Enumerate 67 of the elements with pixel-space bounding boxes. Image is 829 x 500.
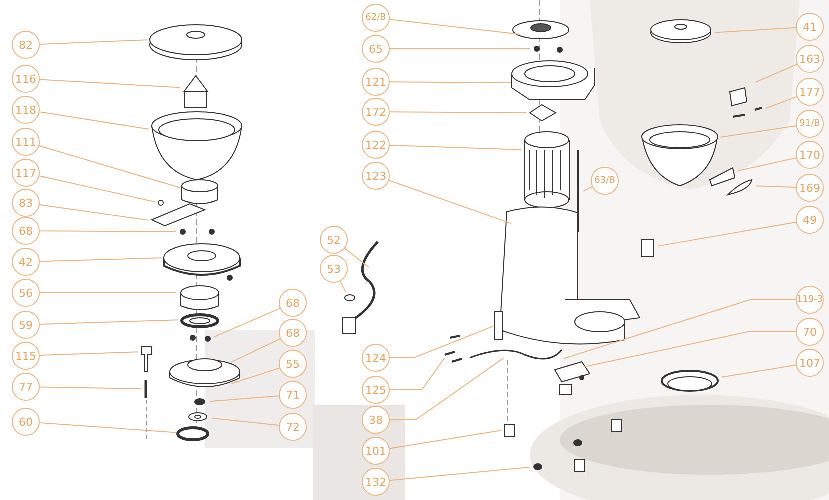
leader-line [390, 144, 522, 150]
leader-line [39, 79, 180, 88]
leader-line [390, 112, 526, 114]
callout-number: 77 [12, 373, 40, 401]
callout-number: 59 [12, 311, 40, 339]
callout-number: 116 [12, 65, 40, 93]
callout-number: 42 [12, 248, 40, 276]
leader-line [211, 418, 280, 426]
leader-line [209, 396, 280, 402]
callout-number: 117 [12, 159, 40, 187]
callout-number: 172 [362, 98, 390, 126]
callout-number: 56 [12, 279, 40, 307]
leader-line [231, 338, 281, 363]
leader-line [389, 430, 502, 450]
leader-line [756, 186, 796, 188]
leader-line [389, 19, 521, 36]
callout-number: 68 [279, 319, 307, 347]
callout-number: 121 [362, 68, 390, 96]
callout-number: 124 [362, 344, 390, 372]
leader-line [390, 48, 530, 50]
leader-line [39, 112, 150, 130]
callout-number: 115 [12, 342, 40, 370]
callout-number: 52 [320, 226, 348, 254]
leader-line [390, 82, 512, 84]
leader-line [389, 466, 531, 482]
leader-line [657, 222, 797, 247]
callout-number: 68 [279, 289, 307, 317]
callout-number: 111 [12, 128, 40, 156]
leader-line [40, 40, 148, 45]
leader-line [39, 176, 156, 203]
callout-number: 125 [362, 376, 390, 404]
leader-line [390, 358, 504, 420]
callout-number: 82 [12, 31, 40, 59]
leader-line [344, 248, 370, 268]
leader-line [720, 126, 797, 138]
leader-line [390, 326, 494, 358]
leader-line [390, 358, 446, 390]
leader-line [714, 27, 797, 34]
leader-line [231, 368, 280, 384]
callout-number: 118 [12, 96, 40, 124]
leader-line [755, 64, 798, 83]
callout-number: 68 [12, 217, 40, 245]
callout-number: 62/B [362, 4, 390, 32]
leader-line [39, 422, 176, 434]
leader-line [388, 180, 512, 224]
leader-line [721, 364, 797, 378]
leader-line [563, 300, 796, 360]
leader-line [40, 352, 138, 356]
callout-number: 60 [12, 408, 40, 436]
leader-line [39, 204, 150, 221]
leader-line [40, 230, 176, 232]
leader-line [40, 320, 178, 326]
leader-line [38, 146, 181, 188]
callout-number: 123 [362, 162, 390, 190]
leader-line [340, 280, 347, 293]
callout-number: 53 [320, 255, 348, 283]
leader-line [213, 308, 281, 338]
leader-line [737, 158, 797, 172]
callout-number: 122 [362, 131, 390, 159]
leader-line [40, 258, 162, 262]
leader-line [583, 332, 796, 368]
leader-line [765, 96, 798, 110]
leader-line [40, 386, 142, 390]
leader-line [583, 186, 593, 192]
callout-number: 83 [12, 189, 40, 217]
callout-number: 65 [362, 35, 390, 63]
leader-line [40, 292, 176, 294]
